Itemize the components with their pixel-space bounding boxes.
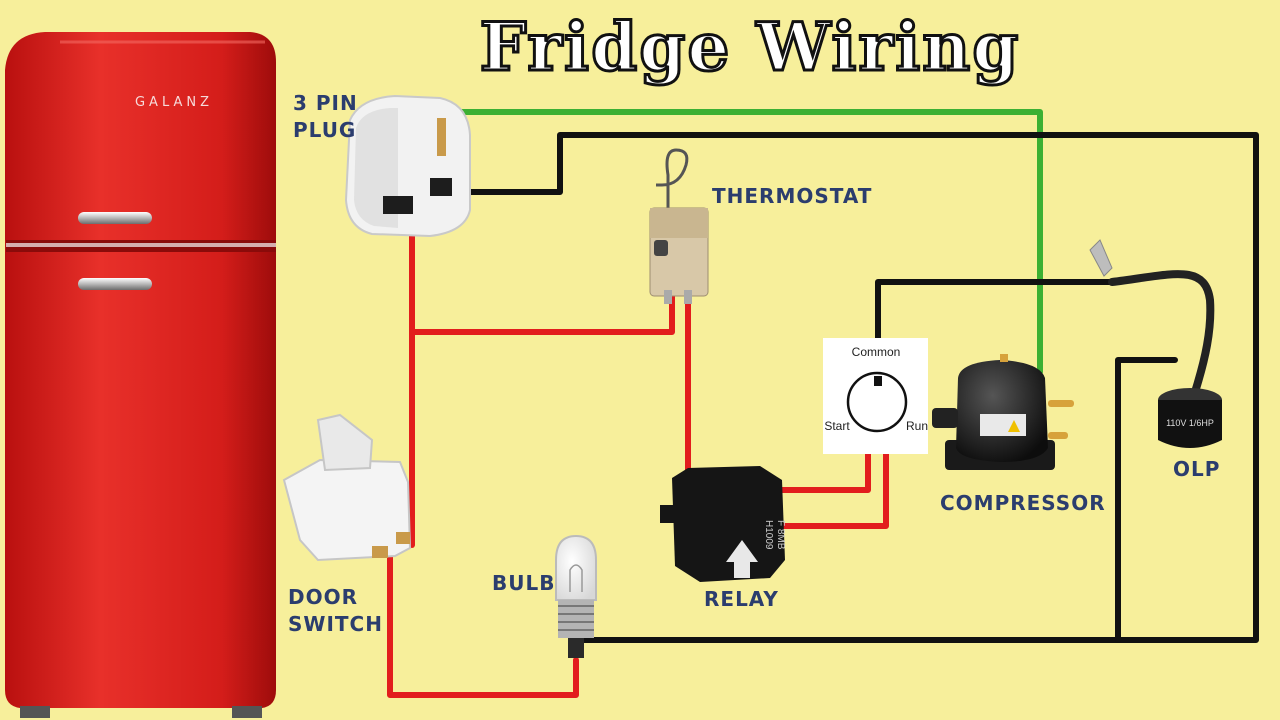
overload-protector: 110V 1/6HP (1089, 239, 1222, 448)
bulb (555, 534, 597, 658)
refrigerator: GALANZ (5, 32, 276, 718)
thermostat-knob (654, 240, 668, 256)
plug-label: 3 PIN PLUG (293, 90, 358, 144)
live-pin (383, 196, 413, 214)
plug-label-line1: 3 PIN (293, 91, 358, 115)
neutral-wire (447, 132, 1259, 643)
earth-pin (437, 118, 446, 156)
olp-rating: 110V 1/6HP (1166, 418, 1214, 428)
thermostat (649, 148, 709, 304)
relay-code-2: H1009 (763, 520, 774, 550)
door-bulb-wire (387, 552, 579, 698)
freezer-handle (78, 212, 152, 224)
fridge-foot-left (20, 706, 50, 718)
door-switch-label-line1: DOOR (288, 585, 359, 609)
terminal-start: Start (824, 419, 850, 433)
compressor-label-plate (980, 414, 1026, 436)
olp-lead (1108, 270, 1215, 396)
door-switch-label: DOOR SWITCH (288, 584, 383, 638)
relay-label: RELAY (704, 587, 779, 611)
door-switch-label-line2: SWITCH (288, 612, 383, 636)
relay-code-1: F 8MB (775, 520, 786, 550)
thermostat-label: THERMOSTAT (712, 184, 873, 208)
diagram-title: Fridge Wiring (478, 7, 1021, 88)
bulb-label: BULB (492, 571, 556, 595)
fridge-handle (78, 278, 152, 290)
fridge-brand: GALANZ (135, 95, 213, 110)
terminal-run: Run (906, 419, 928, 433)
terminal-common: Common (852, 345, 901, 359)
plug-label-line2: PLUG (293, 118, 357, 142)
neutral-olp-wire (1115, 357, 1178, 643)
three-pin-plug (344, 94, 471, 238)
door-switch (282, 413, 412, 562)
olp-label: OLP (1173, 457, 1221, 481)
compressor-terminals: Common Start Run (823, 338, 928, 454)
wires (387, 109, 1259, 698)
compressor (932, 354, 1074, 470)
neutral-pin (430, 178, 452, 196)
relay: F 8MB H1009 (660, 466, 786, 582)
door-switch-plunger (316, 413, 374, 472)
terminal-circle (846, 371, 908, 433)
fridge-foot-right (232, 706, 262, 718)
live-thermo-wire (409, 292, 675, 335)
compressor-label: COMPRESSOR (940, 491, 1106, 515)
relay-arrow (726, 540, 758, 578)
